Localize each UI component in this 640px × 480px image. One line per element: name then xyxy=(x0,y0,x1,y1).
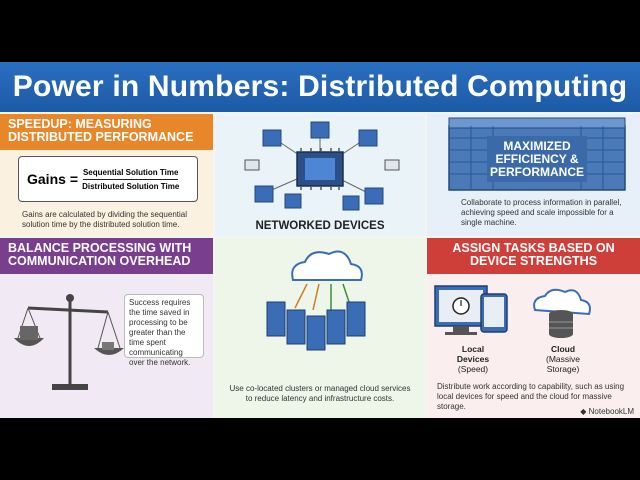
speedup-description: Gains are calculated by dividing the seq… xyxy=(22,210,187,229)
network-chip-icon xyxy=(244,121,400,211)
local-label-1: Local xyxy=(461,344,485,354)
cloud-clusters-panel: Use co-located clusters or managed cloud… xyxy=(215,238,425,418)
networked-panel: NETWORKED DEVICES xyxy=(215,114,425,236)
efficiency-description: Collaborate to process information in pa… xyxy=(461,198,622,227)
balance-scale-icon xyxy=(14,294,124,390)
cloud-label: Cloud (Massive Storage) xyxy=(533,344,593,374)
numerator: Sequential Solution Time xyxy=(82,168,179,180)
notebooklm-logo: ◆ NotebookLM xyxy=(580,407,634,416)
local-label-2: Devices xyxy=(456,354,490,364)
speedup-header: SPEEDUP: MEASURING DISTRIBUTED PERFORMAN… xyxy=(0,114,213,150)
assign-header-line2: DEVICE STRENGTHS xyxy=(469,254,598,268)
balance-header-line2: COMMUNICATION OVERHEAD xyxy=(8,254,191,268)
speedup-panel: SPEEDUP: MEASURING DISTRIBUTED PERFORMAN… xyxy=(0,114,213,236)
logo-text: NotebookLM xyxy=(588,407,634,416)
cloud-label-1: Cloud xyxy=(550,344,576,354)
balance-panel: BALANCE PROCESSING WITH COMMUNICATION OV… xyxy=(0,238,213,418)
balance-header: BALANCE PROCESSING WITH COMMUNICATION OV… xyxy=(0,238,213,274)
page-title: Power in Numbers: Distributed Computing xyxy=(0,62,640,112)
assign-header-line1: ASSIGN TASKS BASED ON xyxy=(452,241,615,255)
balance-header-line1: BALANCE PROCESSING WITH xyxy=(8,241,192,255)
local-sub: (Speed) xyxy=(457,364,489,374)
gains-formula: Gains = Sequential Solution Time Distrib… xyxy=(18,156,198,202)
efficiency-title-line1: MAXIMIZED xyxy=(503,139,571,153)
assign-description: Distribute work according to capability,… xyxy=(437,382,625,411)
devices-icon xyxy=(434,285,591,338)
assign-header: ASSIGN TASKS BASED ON DEVICE STRENGTHS xyxy=(427,238,640,274)
efficiency-title-line2: EFFICIENCY & xyxy=(495,152,579,166)
gains-label: Gains xyxy=(27,171,66,187)
cloud-cluster-icon xyxy=(266,250,366,351)
cloud-sub-2: Storage) xyxy=(546,364,580,374)
equals-sign: = xyxy=(69,171,79,187)
efficiency-title: MAXIMIZED EFFICIENCY & PERFORMANCE xyxy=(487,140,587,179)
assign-panel: ASSIGN TASKS BASED ON DEVICE STRENGTHS L… xyxy=(427,238,640,418)
cloud-clusters-description: Use co-located clusters or managed cloud… xyxy=(229,384,411,403)
speedup-header-line2: DISTRIBUTED PERFORMANCE xyxy=(8,130,194,144)
efficiency-title-line3: PERFORMANCE xyxy=(489,165,584,179)
local-devices-label: Local Devices (Speed) xyxy=(443,344,503,374)
title-text: Power in Numbers: Distributed Computing xyxy=(12,70,628,103)
networked-label: NETWORKED DEVICES xyxy=(255,220,385,232)
server-array-icon xyxy=(448,117,626,191)
efficiency-panel: MAXIMIZED EFFICIENCY & PERFORMANCE Colla… xyxy=(427,114,640,236)
cloud-sub-1: (Massive xyxy=(545,354,580,364)
denominator: Distributed Solution Time xyxy=(82,181,180,191)
speedup-header-line1: SPEEDUP: MEASURING xyxy=(8,117,152,131)
balance-callout: Success requires the time saved in proce… xyxy=(124,294,204,367)
fraction: Sequential Solution Time Distributed Sol… xyxy=(82,168,179,191)
infographic: Power in Numbers: Distributed Computing … xyxy=(0,62,640,418)
